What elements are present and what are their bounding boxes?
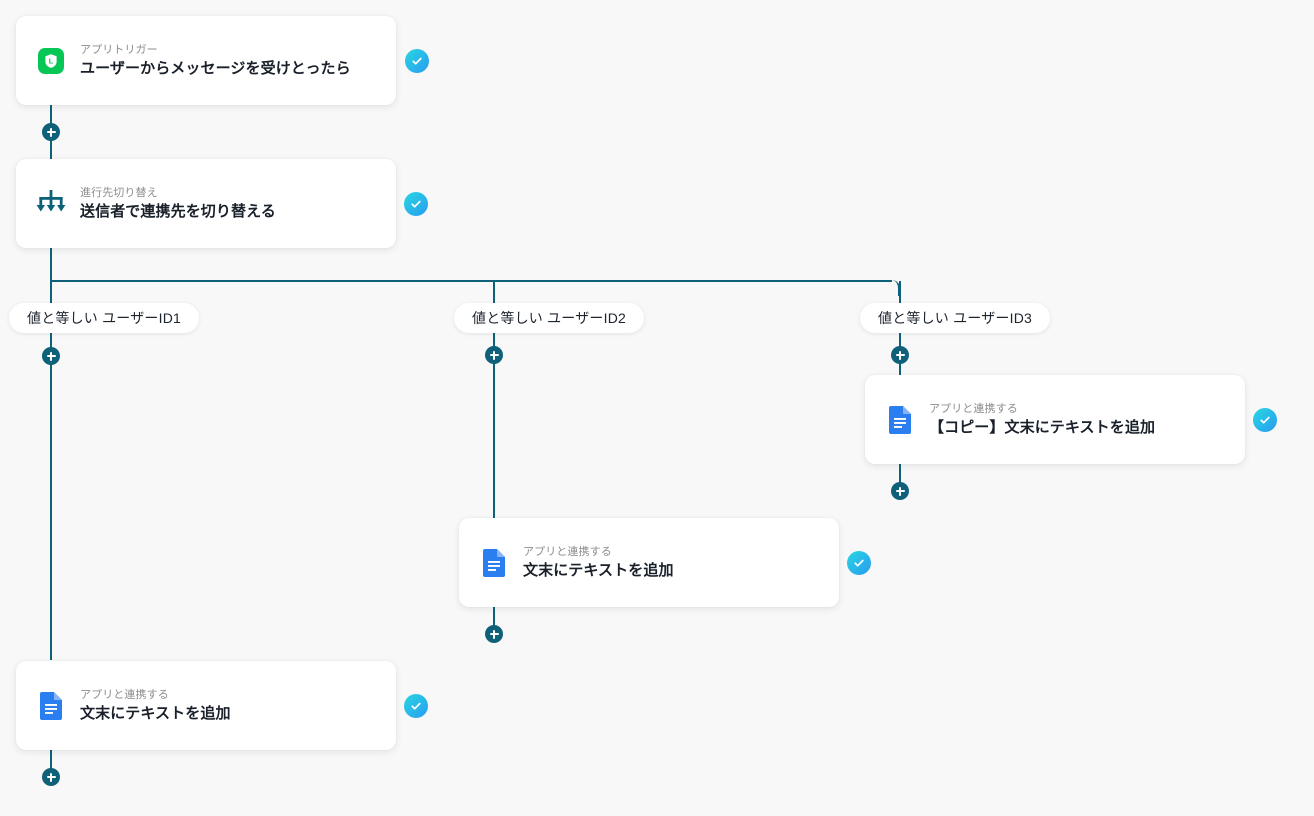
node-text-block: アプリと連携する 文末にテキストを追加 [523,545,674,581]
node-text-block: アプリトリガー ユーザーからメッセージを受けとったら [80,43,351,79]
branch-switch-icon [36,189,66,219]
line-app-icon: L [36,46,66,76]
node-subtitle: アプリと連携する [80,688,169,701]
workflow-node-action-id1[interactable]: アプリと連携する 文末にテキストを追加 [16,661,396,750]
status-badge-check [404,192,428,216]
svg-text:L: L [49,56,54,65]
workflow-node-branch-switch[interactable]: 進行先切り替え 送信者で連携先を切り替える [16,159,396,248]
add-step-button-after-id1-action[interactable] [42,768,60,786]
connector-branch2-pill-to-add [493,332,495,355]
node-title: 文末にテキストを追加 [523,561,674,579]
workflow-node-action-id3[interactable]: アプリと連携する 【コピー】文末にテキストを追加 [865,375,1245,464]
connector-branch1-drop [50,281,52,303]
connector-branch3-to-action [899,363,901,376]
connector-branch1-to-action [50,364,52,660]
add-step-button-branch-1[interactable] [42,347,60,365]
status-badge-check [404,694,428,718]
connector-branch2-to-action [493,363,495,519]
node-subtitle: アプリトリガー [80,43,158,56]
google-docs-icon [479,548,509,578]
node-title: ユーザーからメッセージを受けとったら [80,59,351,77]
branch-condition-3[interactable]: 値と等しい ユーザーID3 [860,303,1050,333]
connector-switch-down [50,248,52,282]
node-subtitle: 進行先切り替え [80,186,158,199]
add-step-button-after-id2-action[interactable] [485,625,503,643]
branch-condition-2[interactable]: 値と等しい ユーザーID2 [454,303,644,333]
workflow-node-action-id2[interactable]: アプリと連携する 文末にテキストを追加 [459,518,839,607]
workflow-node-trigger[interactable]: L アプリトリガー ユーザーからメッセージを受けとったら [16,16,396,105]
add-step-button-after-trigger[interactable] [42,123,60,141]
node-text-block: アプリと連携する 文末にテキストを追加 [80,688,231,724]
node-title: 【コピー】文末にテキストを追加 [929,418,1156,436]
connector-branch3-pill-to-add [899,332,901,355]
node-text-block: 進行先切り替え 送信者で連携先を切り替える [80,186,276,222]
connector-branch1-action-to-add [50,750,52,778]
branch-condition-label: 値と等しい ユーザーID1 [27,310,181,326]
node-title: 文末にテキストを追加 [80,704,231,722]
add-step-button-branch-3[interactable] [891,346,909,364]
connector-branch2-drop [493,281,495,303]
connector-branch3-drop [899,281,901,303]
branch-condition-1[interactable]: 値と等しい ユーザーID1 [9,303,199,333]
connector-branch3-action-to-add [899,463,901,492]
node-text-block: アプリと連携する 【コピー】文末にテキストを追加 [929,402,1155,438]
connector-branch1-pill-to-add [50,332,52,356]
google-docs-icon [36,691,66,721]
branch-condition-label: 値と等しい ユーザーID2 [472,310,626,326]
status-badge-check [847,551,871,575]
connector-branch3-corner [884,280,900,296]
google-docs-icon [885,405,915,435]
status-badge-check [405,49,429,73]
node-title: 送信者で連携先を切り替える [80,202,276,220]
connector-branch-bus [51,280,892,282]
add-step-button-after-id3-action[interactable] [891,482,909,500]
add-step-button-branch-2[interactable] [485,346,503,364]
connector-branch2-action-to-add [493,606,495,635]
branch-condition-label: 値と等しい ユーザーID3 [878,310,1032,326]
status-badge-check [1253,408,1277,432]
node-subtitle: アプリと連携する [523,545,612,558]
node-subtitle: アプリと連携する [929,402,1018,415]
